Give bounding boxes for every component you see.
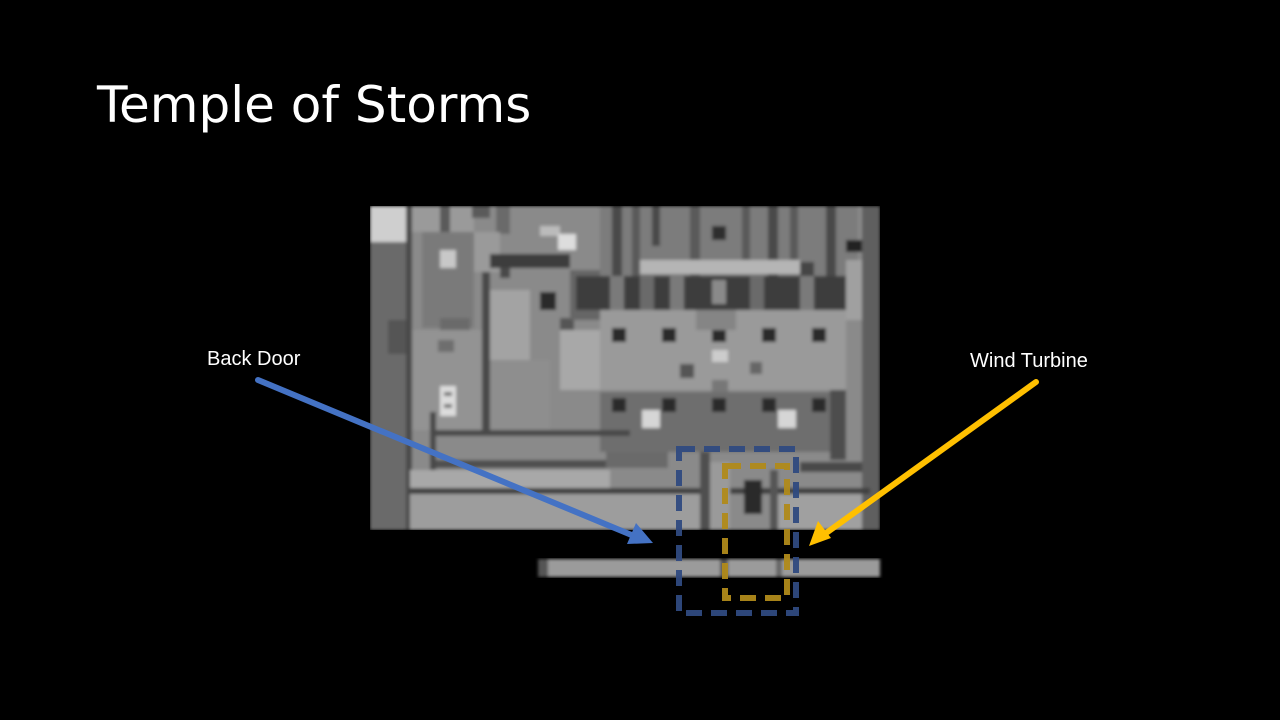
back-door-arrow bbox=[255, 377, 653, 544]
wind-turbine-highlight-box bbox=[722, 463, 790, 601]
slide-title: Temple of Storms bbox=[97, 76, 532, 134]
wind-turbine-arrow bbox=[809, 379, 1039, 546]
wind-turbine-label: Wind Turbine bbox=[970, 350, 1088, 372]
back-door-label: Back Door bbox=[207, 348, 301, 370]
map-image bbox=[370, 206, 880, 530]
back-door-highlight-box bbox=[676, 446, 799, 616]
